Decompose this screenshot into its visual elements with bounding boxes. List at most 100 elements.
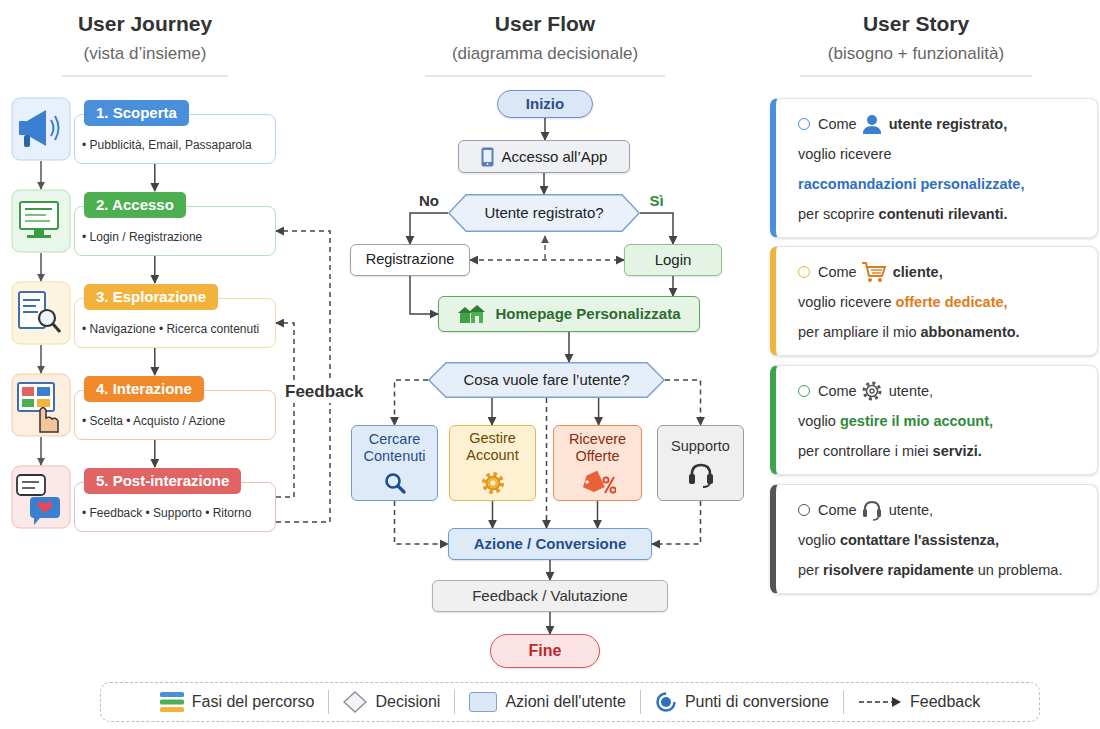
story-line: raccomandazioni personalizzate, <box>798 169 1091 199</box>
node-label: Ricevere Offerte <box>558 431 637 466</box>
process-box: Login <box>624 244 722 276</box>
story-marker <box>798 118 810 130</box>
node-label: Feedback / Valutazione <box>472 587 628 605</box>
dashed-connector <box>665 380 701 425</box>
flow-connector <box>154 440 156 467</box>
journey-icon-computer <box>12 190 70 252</box>
option-box: Supporto <box>657 425 744 501</box>
node-icon <box>383 471 407 495</box>
flow-connector <box>154 348 156 375</box>
story-text: per <box>798 555 819 585</box>
story-line: per controllare i mieiservizi. <box>798 436 1091 466</box>
user-story-card: Come utente registrato,voglio ricevererac… <box>770 98 1098 238</box>
dashed-connector <box>276 323 294 497</box>
dashed-connector <box>546 398 548 528</box>
dashed-connector <box>395 380 429 425</box>
phase-heading: 1. Scoperta <box>84 100 189 126</box>
journey-phase-card: 4. Interazione• Scelta • Acquisto / Azio… <box>74 390 276 440</box>
dashed-connector <box>652 501 701 544</box>
phase-body: • Feedback • Supporto • Ritorno <box>82 506 251 520</box>
story-text: Come <box>818 109 857 139</box>
story-line: Come cliente, <box>798 257 1091 287</box>
phase-body: • Navigazione • Ricerca contenuti <box>82 322 259 336</box>
journey-phase-card: 1. Scoperta• Pubblicità, Email, Passapar… <box>74 114 276 164</box>
legend-text: Fasi del percorso <box>192 693 315 711</box>
node-label: Supporto <box>671 438 730 455</box>
dashed-connector <box>395 501 449 544</box>
story-text: utente, <box>889 495 933 525</box>
legend-swatch <box>469 692 497 712</box>
flow-connector <box>568 332 570 362</box>
flow-connector <box>549 560 551 580</box>
story-text: per scoprire <box>798 199 875 229</box>
story-text: Come <box>818 495 857 525</box>
node-label: Cosa vuole fare l’utente? <box>464 371 630 389</box>
story-text: raccomandazioni personalizzate, <box>798 169 1024 199</box>
option-box: Gestire Account <box>449 425 536 501</box>
edge-label: No <box>417 192 441 209</box>
user-story-card: Come utente,vogliocontattare l'assistenza… <box>770 484 1098 594</box>
legend-symbol <box>858 695 902 709</box>
flow-connector <box>640 213 673 244</box>
node-icon <box>457 304 487 324</box>
role-icon <box>861 380 883 402</box>
phase-heading: 2. Accesso <box>84 192 186 218</box>
story-line: perrisolvere rapidamenteun problema. <box>798 555 1091 585</box>
legend-symbol <box>160 691 184 713</box>
story-text: Come <box>818 376 857 406</box>
phase-body: • Login / Registrazione <box>82 230 202 244</box>
flow-connector <box>544 118 546 140</box>
journey-icon-search <box>12 282 70 344</box>
role-icon <box>861 499 883 521</box>
story-text: utente, <box>889 376 933 406</box>
column-subtitle: (bisogno + funzionalità) <box>828 44 1004 64</box>
column-subtitle: (vista d’insieme) <box>84 44 207 64</box>
legend-box: Fasi del percorsoDecisioniAzioni dell'ut… <box>100 682 1040 722</box>
story-line: voglio ricevere <box>798 139 1091 169</box>
dashed-connector <box>276 231 330 522</box>
story-text: voglio ricevere <box>798 287 892 317</box>
journey-phase-card: 3. Esplorazione• Navigazione • Ricerca c… <box>74 298 276 348</box>
decision-diamond: Utente registrato? <box>448 194 640 232</box>
legend-text: Azioni dell'utente <box>505 693 625 711</box>
story-text: risolvere rapidamente <box>823 555 974 585</box>
journey-phase-card: 5. Post-interazione• Feedback • Supporto… <box>74 482 276 532</box>
column-subtitle: (diagramma decisionale) <box>452 44 638 64</box>
legend-text: Punti di conversione <box>685 693 829 711</box>
node-icon <box>481 147 494 167</box>
node-label: Gestire Account <box>454 430 531 465</box>
decision-diamond: Cosa vuole fare l’utente? <box>428 362 665 398</box>
story-text: gestire il mio account, <box>840 406 993 436</box>
node-label: Fine <box>529 641 562 660</box>
dashed-connector <box>470 259 624 261</box>
story-text: cliente, <box>893 257 943 287</box>
story-line: per ampliare il mioabbonamento. <box>798 317 1091 347</box>
story-text: offerte dedicate, <box>896 287 1008 317</box>
legend-separator <box>328 690 329 714</box>
legend-item: Punti di conversione <box>655 691 829 713</box>
flow-connector <box>491 398 493 425</box>
journey-icon-megaphone <box>12 98 70 160</box>
story-text: Come <box>818 257 857 287</box>
story-text: utente registrato, <box>889 109 1007 139</box>
story-text: servizi. <box>933 436 982 466</box>
flow-connector <box>549 612 551 634</box>
flow-connector <box>597 501 599 528</box>
node-icon <box>687 462 715 488</box>
node-label: Homepage Personalizzata <box>495 305 680 323</box>
header-rule <box>62 75 1032 76</box>
story-line: vogliocontattare l'assistenza, <box>798 525 1091 555</box>
story-marker <box>798 504 810 516</box>
flow-connector <box>154 256 156 283</box>
story-line: voglio ricevereofferte dedicate, <box>798 287 1091 317</box>
story-line: Come utente registrato, <box>798 109 1091 139</box>
legend-separator <box>843 690 844 714</box>
process-box: Registrazione <box>350 244 470 276</box>
process-box: Homepage Personalizzata <box>438 296 700 332</box>
option-box: Cercare Contenuti <box>351 425 438 501</box>
role-icon <box>861 113 883 135</box>
story-line: per scoprirecontenuti rilevanti. <box>798 199 1091 229</box>
story-text: abbonamento. <box>921 317 1020 347</box>
node-icon <box>480 470 506 496</box>
phase-body: • Pubblicità, Email, Passaparola <box>82 138 252 152</box>
